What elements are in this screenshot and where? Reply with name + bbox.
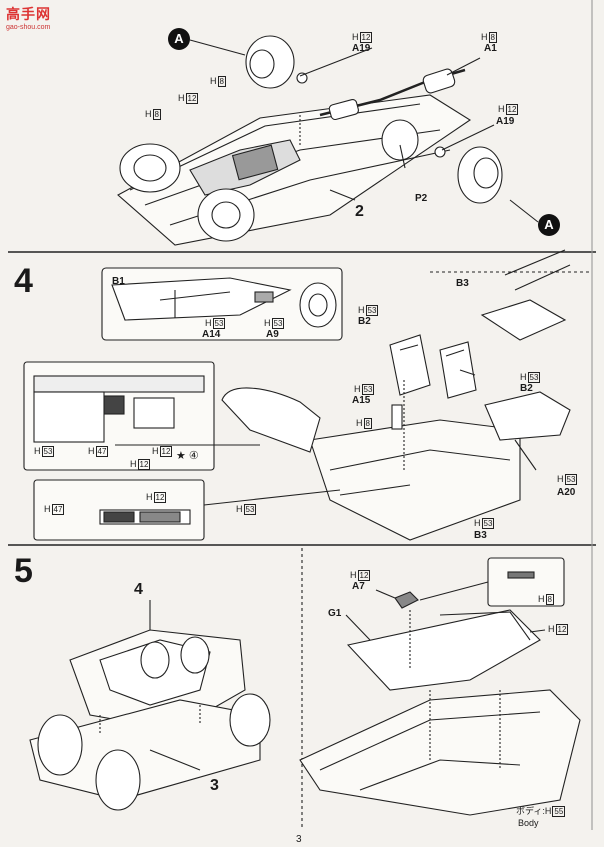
part-b1: B1	[112, 276, 125, 287]
part-b2-right: B2	[520, 383, 533, 394]
part-a20: A20	[557, 487, 576, 498]
watermark-line1: 高手网	[6, 6, 51, 22]
part-a7: A7	[352, 581, 365, 592]
callout-2: 2	[355, 203, 364, 220]
watermark-logo: 高手网 gao-shou.com	[6, 4, 51, 31]
callout-3: 3	[210, 777, 219, 794]
part-a1: A1	[484, 43, 497, 54]
page-number: 3	[296, 834, 302, 845]
callout-a-left: A	[168, 28, 190, 50]
step-number-5: 5	[14, 552, 33, 590]
part-b3-bottom: B3	[474, 530, 487, 541]
part-p2: P2	[415, 193, 428, 204]
part-b3-top: B3	[456, 278, 469, 289]
part-a19-top: A19	[352, 43, 371, 54]
star-circle-note: ★ ④	[176, 450, 199, 462]
part-a19-right: A19	[496, 116, 515, 127]
part-g1: G1	[328, 608, 342, 619]
part-a14: A14	[202, 329, 221, 340]
part-b2-top: B2	[358, 316, 371, 327]
part-a9: A9	[266, 329, 279, 340]
callout-4: 4	[134, 581, 143, 598]
step-number-4: 4	[14, 262, 33, 300]
callout-a-right: A	[538, 214, 560, 236]
watermark-line2: gao-shou.com	[6, 24, 51, 31]
body-label-en: Body	[518, 818, 539, 828]
part-a15: A15	[352, 395, 371, 406]
